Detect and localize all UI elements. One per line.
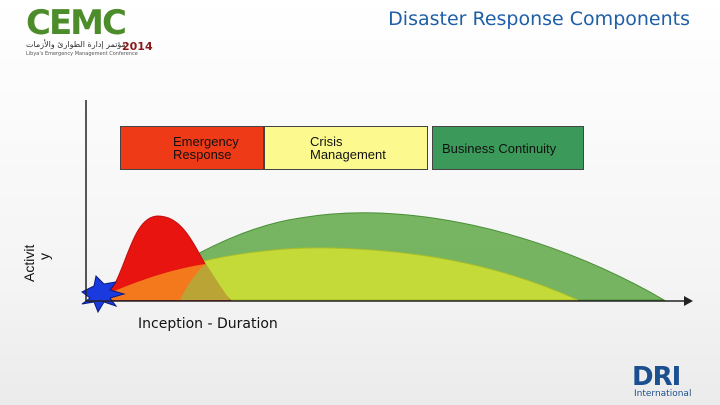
phase-crisis-management-line2: Management xyxy=(310,147,386,162)
y-axis-label-line1: Activit xyxy=(21,244,37,282)
phase-crisis-management-line1: Crisis xyxy=(310,134,343,149)
overlap-olive-region xyxy=(180,264,230,300)
phase-emergency-response-line2: Response xyxy=(173,147,232,162)
cemc-logo-year: 2014 xyxy=(122,40,153,53)
cemc-logo-subtitle: Libya's Emergency Management Conference xyxy=(26,51,138,57)
x-axis-label: Inception - Duration xyxy=(138,316,278,332)
phase-emergency-response-line1: Emergency xyxy=(173,134,239,149)
x-axis-arrow-icon xyxy=(684,296,693,306)
cemc-logo-arabic: مؤتمر إدارة الطوارئ والأزمات xyxy=(26,40,126,49)
dri-logo-word: DRI xyxy=(632,362,681,392)
cemc-logo-text: CEMC xyxy=(26,3,127,43)
phase-business-continuity: Business Continuity xyxy=(432,126,584,170)
phase-crisis-management: Crisis Management xyxy=(264,126,428,170)
y-axis-label-line2: y xyxy=(36,253,52,260)
dri-international-logo: DRI International xyxy=(632,364,712,400)
phase-emergency-response: Emergency Response xyxy=(120,126,264,170)
cemc-logo: CEMC مؤتمر إدارة الطوارئ والأزمات 2014 L… xyxy=(26,3,153,58)
phase-business-continuity-label: Business Continuity xyxy=(442,141,557,156)
slide-title: Disaster Response Components xyxy=(388,8,690,30)
dri-logo-subtitle: International xyxy=(634,389,692,399)
incident-starburst-icon xyxy=(81,274,126,314)
